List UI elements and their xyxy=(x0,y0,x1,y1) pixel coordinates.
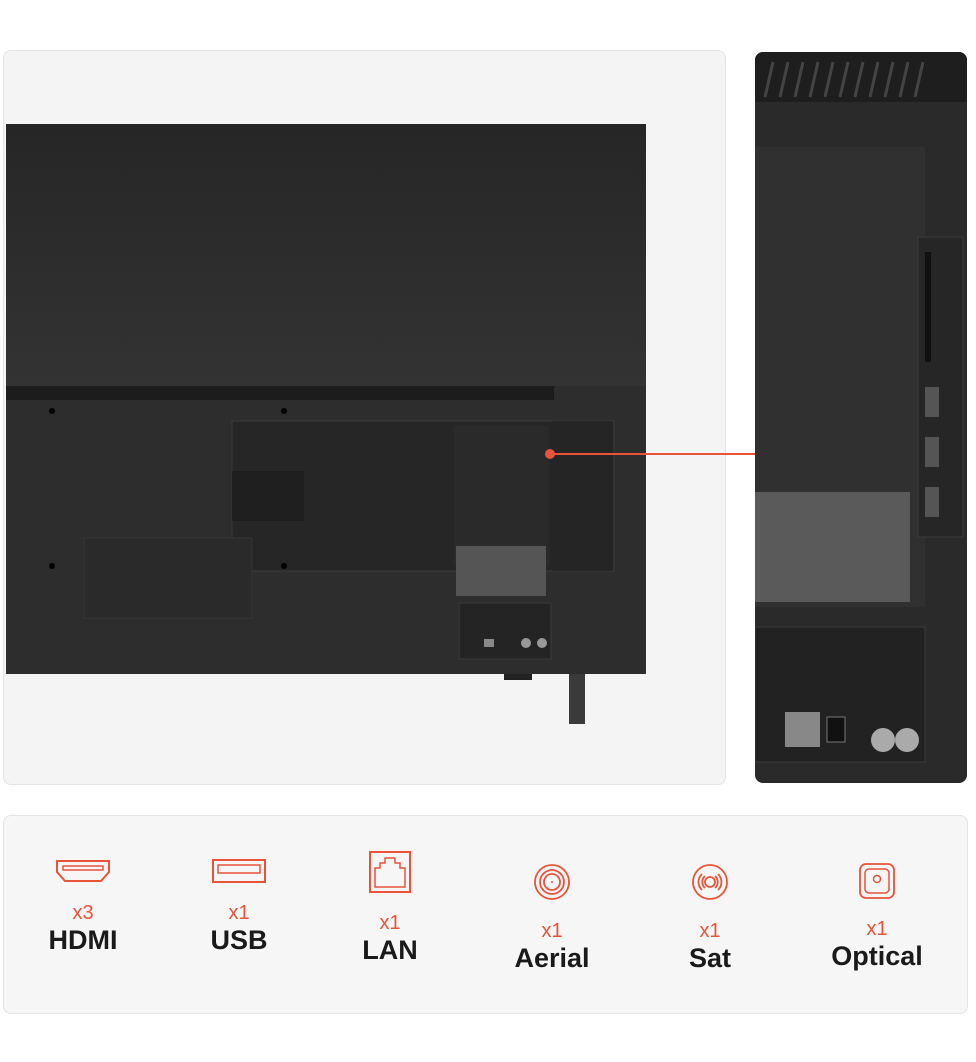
port-count: x1 xyxy=(541,920,563,942)
port-name: Aerial xyxy=(514,943,590,973)
port-sat: x1 Sat xyxy=(635,816,785,974)
lan-icon xyxy=(369,851,411,893)
port-count: x1 xyxy=(866,918,888,940)
port-usb: x1 USB xyxy=(164,816,314,956)
optical-icon xyxy=(859,863,895,899)
tv-rear-illustration xyxy=(6,124,646,724)
connector-closeup-panel xyxy=(755,52,967,783)
port-name: USB xyxy=(210,925,268,955)
port-name: Sat xyxy=(688,943,732,973)
aerial-icon xyxy=(534,864,570,900)
connector-closeup-illustration xyxy=(755,52,967,763)
sat-icon xyxy=(692,864,728,900)
usb-icon xyxy=(212,859,266,883)
port-hdmi: x3 HDMI xyxy=(8,816,158,956)
port-aerial: x1 Aerial xyxy=(477,816,627,974)
port-count: x3 xyxy=(72,902,94,924)
callout-dot xyxy=(545,449,555,459)
ports-summary-panel: x3 HDMI x1 USB x1 LAN x1 Aerial x1 Sat x… xyxy=(3,815,968,1014)
callout-line xyxy=(550,453,760,455)
port-optical: x1 Optical xyxy=(802,816,952,972)
port-name: Optical xyxy=(831,941,923,971)
hdmi-icon xyxy=(56,860,110,882)
tv-rear-view-panel xyxy=(3,50,760,785)
port-name: LAN xyxy=(362,935,418,965)
port-count: x1 xyxy=(699,920,721,942)
port-count: x1 xyxy=(228,902,250,924)
port-lan: x1 LAN xyxy=(315,816,465,966)
port-name: HDMI xyxy=(48,925,118,955)
port-count: x1 xyxy=(379,912,401,934)
